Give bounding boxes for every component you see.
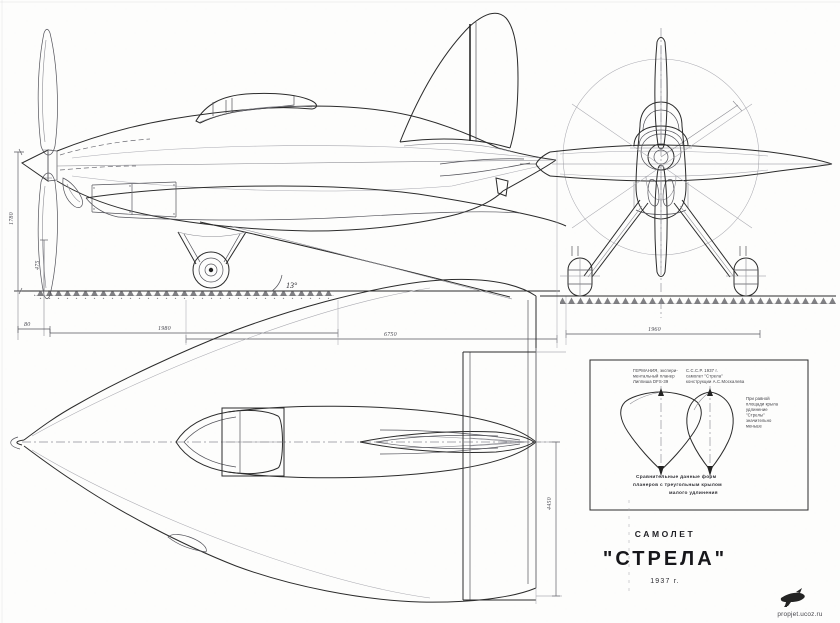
wheel-left	[560, 246, 600, 296]
svg-text:удлинение: удлинение	[746, 407, 768, 412]
dim-span-left: 6750	[384, 332, 397, 338]
dim-span-right: 1960	[648, 327, 661, 333]
watermark-text: propjet.ucoz.ru	[777, 611, 823, 618]
spinner	[22, 150, 58, 181]
side-view: 13°	[14, 13, 566, 300]
main-landing-gear	[178, 231, 246, 288]
svg-text:ментальный планер: ментальный планер	[633, 374, 675, 379]
svg-text:"Стрелы": "Стрелы"	[746, 413, 765, 418]
landing-gear-front	[560, 200, 766, 296]
inset-caption: Сравнительные данные форм планеров с тре…	[633, 473, 722, 496]
angle-label: 13°	[286, 281, 298, 290]
fin-plan	[360, 431, 534, 452]
dim-chord-mid: 1980	[158, 326, 171, 332]
propeller	[37, 28, 58, 300]
inset-shape-germany	[621, 386, 702, 478]
plan-dimensions: 4450	[536, 351, 566, 597]
svg-text:меньше: меньше	[746, 424, 763, 429]
svg-text:планеров с треугольным крылом: планеров с треугольным крылом	[633, 483, 722, 488]
dim-chord-small: 80	[24, 322, 30, 328]
side-view-ground-line	[14, 291, 560, 299]
fuselage-plan	[176, 406, 536, 478]
title-block: САМОЛЕТ "СТРЕЛА" 1937 г.	[603, 500, 727, 596]
svg-text:конструкции А.С.Москалева: конструкции А.С.Москалева	[686, 379, 745, 384]
ground-angle-annotation: 13°	[271, 274, 298, 292]
inset-shape-ussr	[687, 386, 733, 478]
svg-text:значительно: значительно	[746, 418, 772, 423]
watermark: propjet.ucoz.ru	[777, 588, 823, 618]
title-line-3: 1937 г.	[650, 578, 680, 585]
tail-detail	[439, 158, 531, 196]
svg-text:малого удлинения: малого удлинения	[669, 491, 718, 496]
fuselage-profile	[57, 106, 556, 231]
dim-height-overall: 1780	[9, 212, 15, 225]
air-intake	[62, 177, 83, 208]
canopy-plan	[222, 408, 284, 476]
svg-text:площади крыла: площади крыла	[746, 402, 779, 407]
svg-text:Липпиша DFS-39: Липпиша DFS-39	[633, 379, 669, 384]
dim-plan-depth: 4450	[546, 497, 553, 510]
dim-prop-clearance: 475	[34, 260, 41, 270]
fuselage-panel-lines	[91, 181, 177, 218]
svg-text:Сравнительные данные форм: Сравнительные данные форм	[636, 473, 717, 480]
canopy	[196, 93, 317, 123]
wing-side-profile	[85, 186, 566, 300]
inset-heading-ussr: С.С.С.Р. 1937 г.	[686, 368, 718, 373]
title-line-2: "СТРЕЛА"	[603, 548, 727, 570]
title-line-1: САМОЛЕТ	[635, 529, 696, 539]
fin-projection	[463, 352, 536, 600]
inset-frame	[590, 360, 808, 510]
svg-text:При равной: При равной	[746, 396, 770, 401]
vertical-fin	[400, 13, 518, 153]
inset-side-note: При равной площади крыла удлинение "Стре…	[746, 396, 779, 429]
aircraft-silhouette-icon	[780, 588, 805, 607]
comparison-inset: ГЕРМАНИЯ, экспери- ментальный планер Лип…	[590, 360, 808, 510]
wheel-right	[726, 246, 766, 296]
svg-text:самолет "Стрела": самолет "Стрела"	[686, 374, 723, 379]
inset-heading-germany: ГЕРМАНИЯ, экспери-	[633, 368, 678, 373]
front-view-ground-line	[540, 296, 836, 304]
plan-view: 4450	[10, 279, 566, 604]
horizontal-dimension-band: 80 1980 6750 1960	[17, 150, 761, 348]
front-view	[520, 28, 836, 318]
